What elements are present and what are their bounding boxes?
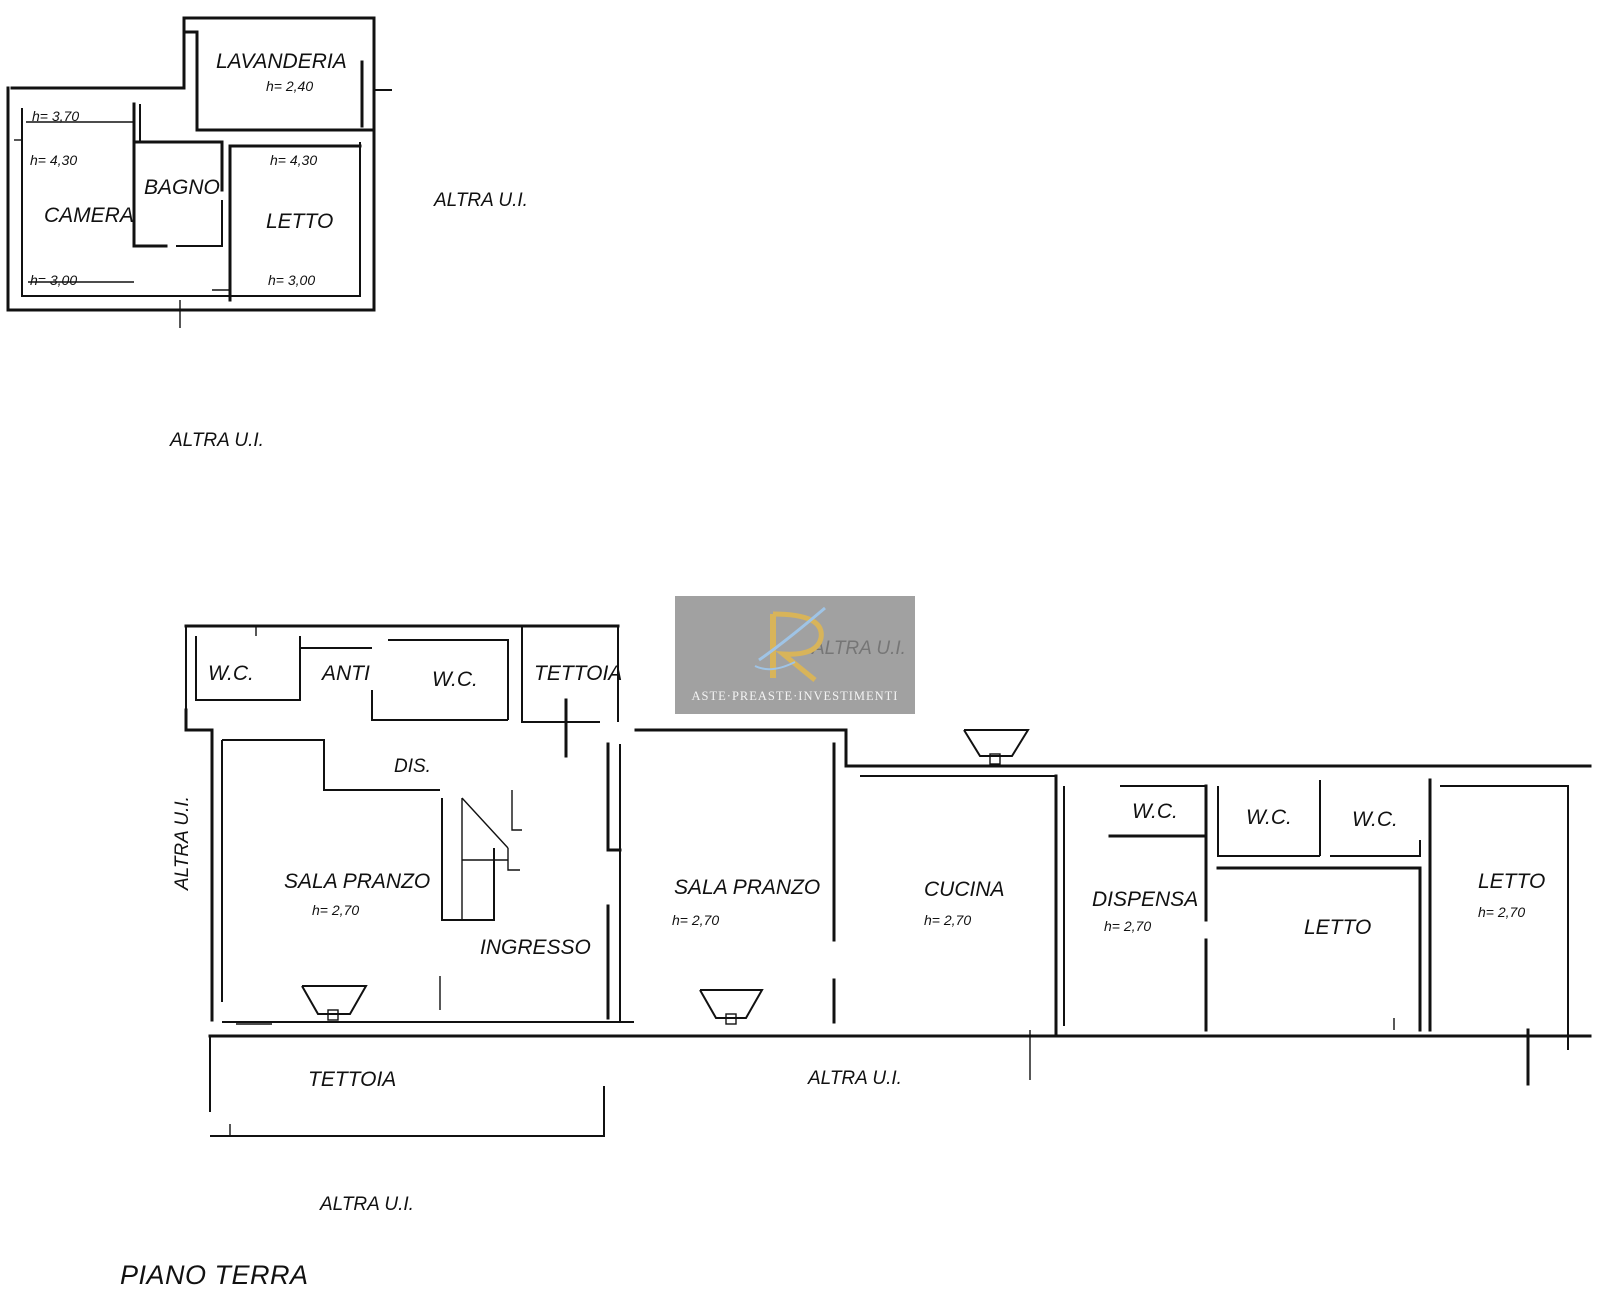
room-label-ingresso: INGRESSO: [480, 936, 591, 959]
room-label-letto-1: LETTO: [1304, 916, 1372, 939]
room-label-dis: DIS.: [394, 756, 431, 777]
height-label-camera-top: h= 3,70: [32, 108, 80, 124]
watermark-text: ASTE·PREASTE·INVESTIMENTI: [691, 689, 899, 703]
stair-symbol: [441, 790, 522, 921]
other-unit-label-1: ALTRA U.I.: [434, 190, 528, 211]
room-label-tettoia-bottom: TETTOIA: [308, 1068, 397, 1091]
room-label-wc-1: W.C.: [208, 662, 254, 685]
room-label-sala-pranzo-2: SALA PRANZO: [674, 876, 821, 899]
room-label-wc-3: W.C.: [1132, 800, 1178, 823]
plan-title: PIANO TERRA: [120, 1260, 309, 1290]
other-unit-label-4: ALTRA U.I.: [172, 796, 193, 890]
room-label-anti: ANTI: [322, 662, 370, 685]
height-label-letto-2: h= 2,70: [1478, 904, 1526, 920]
other-unit-label-2: ALTRA U.I.: [170, 430, 264, 451]
room-label-tettoia-top: TETTOIA: [534, 662, 623, 685]
height-label-dispensa: h= 2,70: [1104, 918, 1152, 934]
other-unit-label-5: ALTRA U.I.: [808, 1068, 902, 1089]
room-label-sala-pranzo-1: SALA PRANZO: [284, 870, 431, 893]
logo-r-icon: [754, 606, 826, 682]
height-label-letto-bottom: h= 3,00: [268, 272, 316, 288]
room-label-dispensa: DISPENSA: [1092, 888, 1199, 911]
height-label-lavanderia: h= 2,40: [266, 78, 314, 94]
height-label-cucina: h= 2,70: [924, 912, 972, 928]
height-label-camera-bottom: h= 3,00: [30, 272, 78, 288]
upper-block-walls: [6, 16, 392, 328]
fireplace-symbol-1: [301, 985, 368, 1021]
room-label-letto-upper: LETTO: [266, 210, 334, 233]
room-label-wc-4: W.C.: [1246, 806, 1292, 829]
height-label-sala-pranzo-2: h= 2,70: [672, 912, 720, 928]
height-label-camera-mid: h= 4,30: [30, 152, 78, 168]
room-label-bagno: BAGNO: [144, 176, 220, 199]
ground-block-walls: [184, 624, 1592, 1137]
fireplace-symbol-2: [699, 989, 764, 1025]
height-label-sala-pranzo-1: h= 2,70: [312, 902, 360, 918]
height-label-letto-top: h= 4,30: [270, 152, 318, 168]
room-label-camera: CAMERA: [44, 204, 134, 227]
room-label-letto-2: LETTO: [1478, 870, 1546, 893]
room-label-cucina: CUCINA: [924, 878, 1005, 901]
room-label-lavanderia: LAVANDERIA: [216, 50, 347, 73]
room-label-wc-2: W.C.: [432, 668, 478, 691]
room-label-wc-5: W.C.: [1352, 808, 1398, 831]
watermark-logo-box: ASTE·PREASTE·INVESTIMENTI: [675, 596, 915, 714]
fireplace-symbol-3: [963, 729, 1030, 765]
other-unit-label-6: ALTRA U.I.: [320, 1194, 414, 1215]
